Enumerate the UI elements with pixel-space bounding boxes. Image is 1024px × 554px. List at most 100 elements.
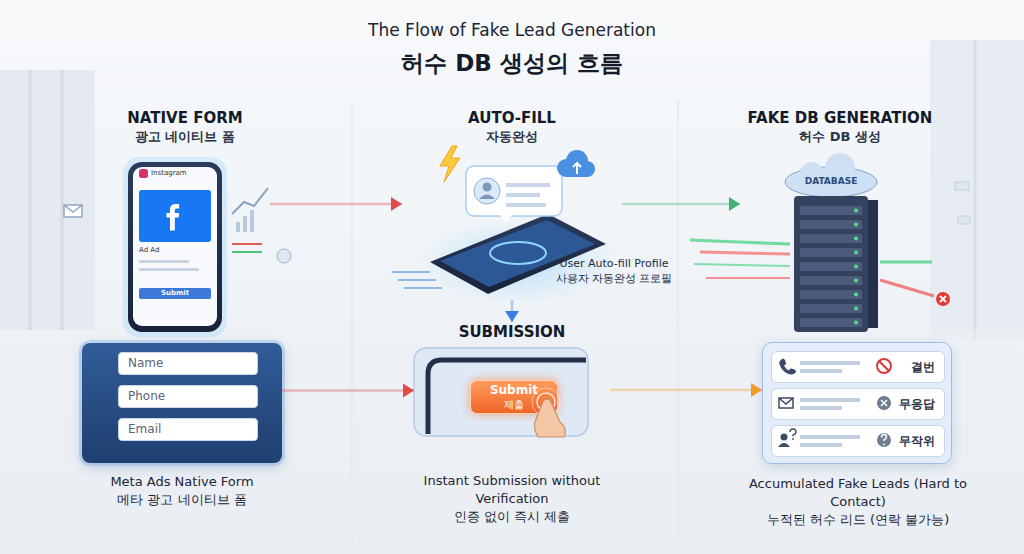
- form-field: Email: [118, 418, 258, 441]
- native-form-phone: [139, 268, 199, 271]
- lead-row: 무작위: [771, 425, 945, 457]
- flow-arrow: [282, 384, 414, 398]
- row-icons: [877, 433, 891, 447]
- database-server: [800, 234, 862, 243]
- caption: Meta Ads Native Form: [110, 473, 253, 491]
- room-background: [0, 40, 1024, 554]
- stage-column: FAKE DB GENERATION허수 DB 생성: [740, 108, 940, 333]
- database-server: [854, 293, 858, 297]
- connector-line: [282, 389, 414, 392]
- text-group: 무작위: [899, 426, 935, 456]
- row-icons: [882, 435, 887, 442]
- text-group: Email: [119, 419, 257, 440]
- text-group: NATIVE FORM광고 네이티브 폼: [100, 108, 270, 146]
- stage-heading: AUTO-FILL: [468, 108, 556, 128]
- status-text: 무작위: [899, 434, 935, 449]
- caption: Instant Submission without Verification: [422, 472, 602, 508]
- autofill-phone: [474, 178, 500, 204]
- autofill-phone: [483, 183, 492, 192]
- autofill-phone: [490, 242, 546, 264]
- callout-text: User Auto-fill Profile: [559, 256, 668, 271]
- row-icons: [800, 398, 860, 402]
- room-background: [29, 70, 32, 330]
- row-icons: [778, 359, 891, 448]
- database-server: [690, 240, 790, 244]
- row-icons: [800, 361, 860, 365]
- database-server: [854, 321, 858, 325]
- autofill-phone: [392, 271, 430, 273]
- caption: 누적된 허수 리드 (연락 불가능): [767, 511, 950, 529]
- diagram-subtitle: 허수 DB 생성의 흐름: [0, 48, 1024, 78]
- row-icons: [790, 429, 796, 437]
- database-server: [854, 265, 858, 269]
- stage-column: NATIVE FORM광고 네이티브 폼: [100, 108, 270, 333]
- autofill-phone: [466, 166, 562, 216]
- room-background: [61, 70, 64, 330]
- lead-row: 결번: [771, 351, 945, 383]
- row-icons: [800, 406, 842, 410]
- arrow-head: [391, 197, 402, 211]
- row-icons: [800, 369, 842, 373]
- autofill-phone: [506, 193, 540, 197]
- text-group: FAKE DB GENERATION허수 DB 생성: [740, 108, 940, 146]
- text-group: Accumulated Fake Leads (Hard to Contact)…: [738, 475, 978, 529]
- row-icons: [778, 443, 790, 447]
- analytics-decoration: [64, 205, 82, 217]
- status-text: 결번: [911, 360, 935, 375]
- analytics-decoration: [236, 222, 240, 232]
- native-form-phone: [139, 190, 211, 242]
- native-form-phone: [167, 204, 180, 231]
- autofill-phone: [479, 195, 495, 200]
- text-group: Phone: [119, 386, 257, 407]
- flow-arrow: [610, 383, 762, 397]
- text-group: 무응답: [899, 389, 935, 419]
- row-icons: [800, 443, 842, 447]
- room-background: [0, 70, 95, 330]
- connector-line: [270, 203, 402, 206]
- database-server: [800, 276, 862, 285]
- row-icons: [877, 359, 891, 373]
- caption: 메타 광고 네이티브 폼: [117, 491, 246, 509]
- callout-text: 사용자 자동완성 프로필: [556, 271, 673, 286]
- connector-line: [610, 389, 762, 392]
- row-icons: [779, 359, 796, 375]
- database-server: [800, 162, 824, 186]
- text-group: 결번: [911, 352, 935, 382]
- room-background: [974, 40, 977, 340]
- diagram-title: The Flow of Fake Lead Generation: [0, 19, 1024, 41]
- database-server: [800, 304, 862, 313]
- autofill-phone: [440, 146, 460, 182]
- arrow-head: [505, 311, 519, 322]
- form-panel: Meta Ads Native Form메타 광고 네이티브 폼NamePhon…: [82, 343, 282, 463]
- row-icons: [877, 396, 891, 410]
- native-form-phone: [123, 157, 227, 337]
- room-background: [678, 100, 679, 540]
- lead-list-panel: Accumulated Fake Leads (Hard to Contact)…: [762, 342, 952, 464]
- row-icons: [879, 361, 889, 371]
- database-server: [694, 264, 790, 266]
- field-label: Phone: [128, 389, 165, 404]
- app-name: Instagram: [151, 169, 211, 178]
- field-label: Name: [128, 356, 163, 371]
- analytics-decoration: [64, 205, 82, 212]
- database-server: [854, 237, 858, 241]
- stage-heading: FAKE DB GENERATION: [748, 108, 933, 128]
- row-icons: [781, 434, 788, 441]
- database-server: [800, 248, 862, 257]
- room-background: [352, 100, 353, 540]
- stage-subheading: 자동완성: [486, 128, 538, 146]
- caption: 인증 없이 즉시 제출: [454, 508, 570, 526]
- stage-heading: NATIVE FORM: [127, 108, 242, 128]
- analytics-decoration: [243, 216, 247, 232]
- text-group: AUTO-FILL자동완성: [402, 108, 622, 146]
- row-icons: [883, 444, 885, 446]
- pressing-hand: [532, 388, 560, 416]
- autofill-phone: [404, 287, 442, 289]
- native-form-phone: [128, 162, 222, 332]
- autofill-phone: [398, 279, 436, 281]
- status-text: 무응답: [899, 397, 935, 412]
